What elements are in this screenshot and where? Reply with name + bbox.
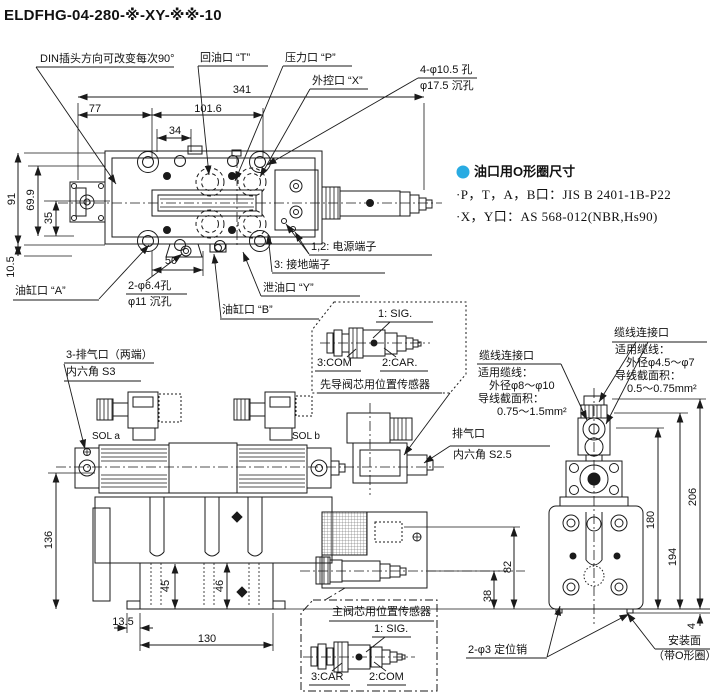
sol-a-label: SOL a bbox=[92, 431, 120, 442]
dim-82: 82 bbox=[501, 560, 514, 574]
dim-341: 341 bbox=[232, 83, 252, 96]
dim-194: 194 bbox=[666, 547, 679, 567]
cable-right-line1: 适用缆线： bbox=[615, 344, 670, 356]
main-pin2-label: 2:COM bbox=[369, 671, 404, 683]
main-sensor-caption: 主阀芯用位置传感器 bbox=[332, 606, 431, 618]
port-b-label: 油缸口 “B” bbox=[222, 304, 273, 316]
mount-surface-label-line1: 安装面 bbox=[668, 635, 701, 647]
vent-right-label-line2: 内六角 S2.5 bbox=[453, 449, 512, 461]
cable-left-title: 缆线连接口 bbox=[479, 350, 534, 362]
side-view-dimensions bbox=[466, 341, 710, 659]
dim-45: 45 bbox=[159, 579, 172, 593]
vent-label-line2: 内六角 S3 bbox=[66, 366, 116, 378]
pilot-pin3-label: 3:COM bbox=[317, 357, 352, 369]
front-view-dimensions bbox=[48, 362, 710, 651]
dim-10-5: 10.5 bbox=[4, 256, 17, 278]
bottom-holes-label-line1: 2-φ6.4孔 bbox=[128, 280, 172, 292]
port-p-label: 压力口 “P” bbox=[285, 52, 336, 64]
dim-136: 136 bbox=[42, 530, 55, 550]
oring-bullet-icon bbox=[456, 165, 470, 179]
din-plug-note: DIN插头方向可改变每次90° bbox=[40, 53, 175, 65]
dim-69-9: 69.9 bbox=[24, 189, 37, 211]
top-view-dimensions bbox=[13, 65, 477, 320]
front-view-shapes bbox=[56, 391, 525, 610]
pilot-pin2-label: 2:CAR. bbox=[382, 357, 418, 369]
dim-91: 91 bbox=[5, 192, 18, 206]
port-x-label: 外控口 “X” bbox=[312, 75, 363, 87]
dim-46: 46 bbox=[213, 579, 226, 593]
mounting-holes-label-line2: φ17.5 沉孔 bbox=[420, 80, 474, 92]
dim-34: 34 bbox=[168, 124, 182, 137]
oring-note-line1: ·P，T，A，B口：JIS B 2401-1B-P22 bbox=[456, 187, 672, 202]
dim-13-5: 13.5 bbox=[112, 615, 134, 628]
bottom-holes-label-line2: φ11 沉孔 bbox=[128, 296, 172, 308]
cable-right-line3: 导线截面积： bbox=[615, 370, 681, 382]
dim-4: 4 bbox=[685, 622, 698, 630]
main-sensor-box-shapes bbox=[300, 587, 438, 692]
cable-right-line2: 外径φ4.5～φ7 bbox=[626, 357, 695, 369]
mount-surface-label-line2: （带O形圈） bbox=[653, 650, 711, 662]
drawing-title: ELDFHG-04-280-※-XY-※※-10 bbox=[4, 7, 222, 24]
dim-101-6: 101.6 bbox=[194, 102, 222, 115]
mounting-holes-label-line1: 4-φ10.5 孔 bbox=[420, 64, 473, 76]
dim-38: 38 bbox=[481, 589, 494, 603]
port-t-label: 回油口 “T” bbox=[200, 52, 251, 64]
oring-note-line2: ·X，Y口：AS 568-012(NBR,Hs90) bbox=[456, 209, 658, 224]
port-a-label: 油缸口 “A” bbox=[15, 285, 66, 297]
ground-terminal-label: 3: 接地端子 bbox=[274, 259, 331, 271]
cable-left-line3: 导线截面积： bbox=[478, 393, 544, 405]
vent-right-label-line1: 排气口 bbox=[452, 428, 485, 440]
cable-left-line1: 适用缆线： bbox=[478, 367, 533, 379]
dim-180: 180 bbox=[644, 510, 657, 530]
vent-label-line1: 3-排气口（两端） bbox=[66, 349, 153, 361]
side-view-shapes bbox=[548, 388, 644, 624]
cable-right-line4: 0.5～0.75mm² bbox=[627, 383, 697, 395]
cable-left-line2: 外径φ8～φ10 bbox=[489, 380, 555, 392]
pilot-sensor-caption: 先导阀芯用位置传感器 bbox=[320, 379, 430, 391]
main-pin3-label: 3:CAR bbox=[311, 671, 344, 683]
main-pin1-label: 1: SIG. bbox=[374, 623, 409, 635]
dim-206: 206 bbox=[686, 487, 699, 507]
cable-right-title: 缆线连接口 bbox=[614, 327, 669, 339]
dim-77: 77 bbox=[88, 102, 102, 115]
dim-130: 130 bbox=[197, 632, 217, 645]
dim-35: 35 bbox=[42, 211, 55, 225]
sol-b-label: SOL b bbox=[292, 431, 320, 442]
pilot-sensor-box-shapes bbox=[311, 301, 467, 456]
pilot-pin1-label: 1: SIG. bbox=[378, 308, 413, 320]
cable-left-line4: 0.75～1.5mm² bbox=[497, 406, 567, 418]
top-view-shapes bbox=[58, 145, 442, 258]
locating-pin-label: 2-φ3 定位销 bbox=[468, 644, 528, 656]
power-terminal-label: 1,2: 电源端子 bbox=[311, 241, 377, 253]
oring-note-heading: 油口用O形圈尺寸 bbox=[474, 164, 576, 179]
port-y-label: 泄油口 “Y” bbox=[263, 282, 314, 294]
dim-50: 50 bbox=[164, 254, 178, 267]
